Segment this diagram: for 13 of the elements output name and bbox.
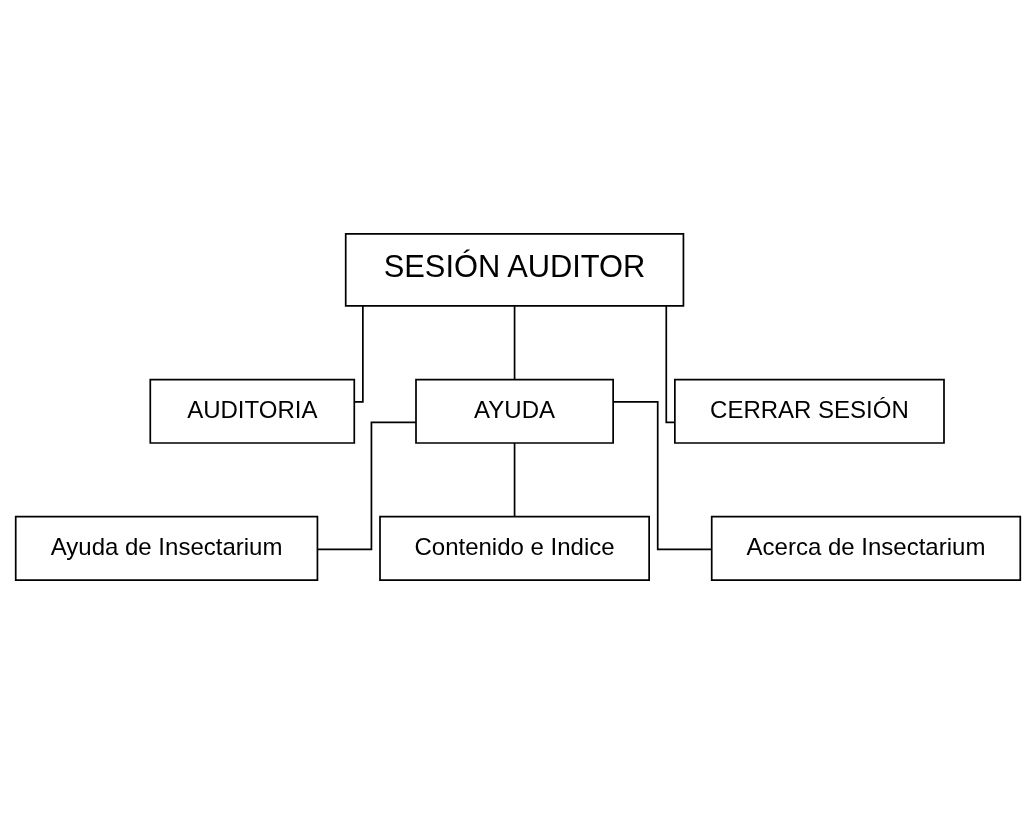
node-box: AUDITORIA (149, 378, 356, 444)
node-box: CERRAR SESIÓN (674, 378, 945, 444)
connector (665, 304, 676, 423)
connector (316, 421, 417, 550)
node-box: Ayuda de Insectarium (14, 515, 319, 581)
node-box: Acerca de Insectarium (710, 515, 1022, 581)
node-box: SESIÓN AUDITOR (344, 232, 685, 307)
connector (354, 304, 364, 403)
node-box: AYUDA (415, 378, 614, 444)
node-box: Contenido e Indice (379, 515, 650, 581)
connector (513, 441, 516, 517)
connector (612, 400, 713, 550)
connector (513, 304, 516, 380)
